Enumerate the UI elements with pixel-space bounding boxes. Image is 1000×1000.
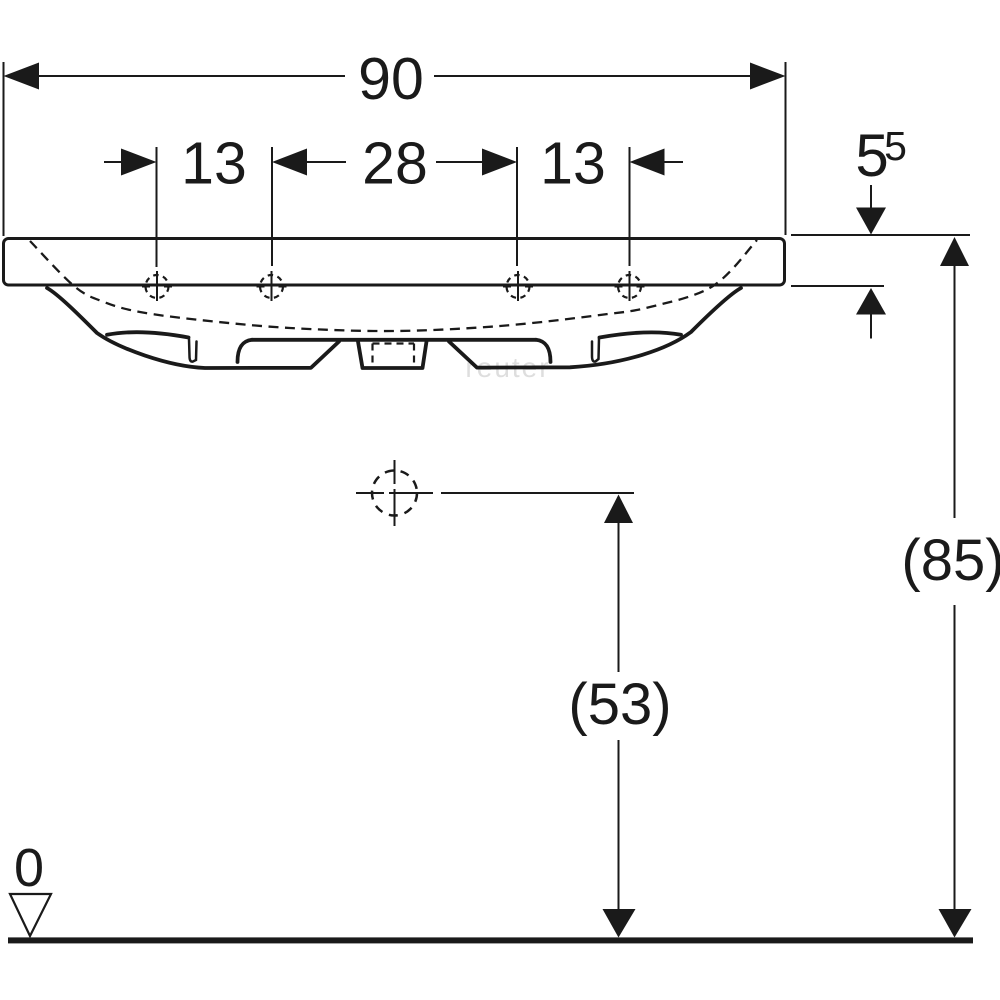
svg-text:13: 13 bbox=[181, 131, 247, 197]
svg-text:5: 5 bbox=[884, 123, 907, 169]
svg-text:13: 13 bbox=[540, 131, 606, 197]
svg-text:5: 5 bbox=[855, 122, 888, 189]
svg-text:90: 90 bbox=[358, 46, 424, 112]
svg-text:(53): (53) bbox=[568, 672, 671, 737]
svg-text:0: 0 bbox=[14, 838, 44, 898]
svg-text:28: 28 bbox=[362, 131, 428, 197]
svg-text:(85): (85) bbox=[901, 528, 1000, 593]
